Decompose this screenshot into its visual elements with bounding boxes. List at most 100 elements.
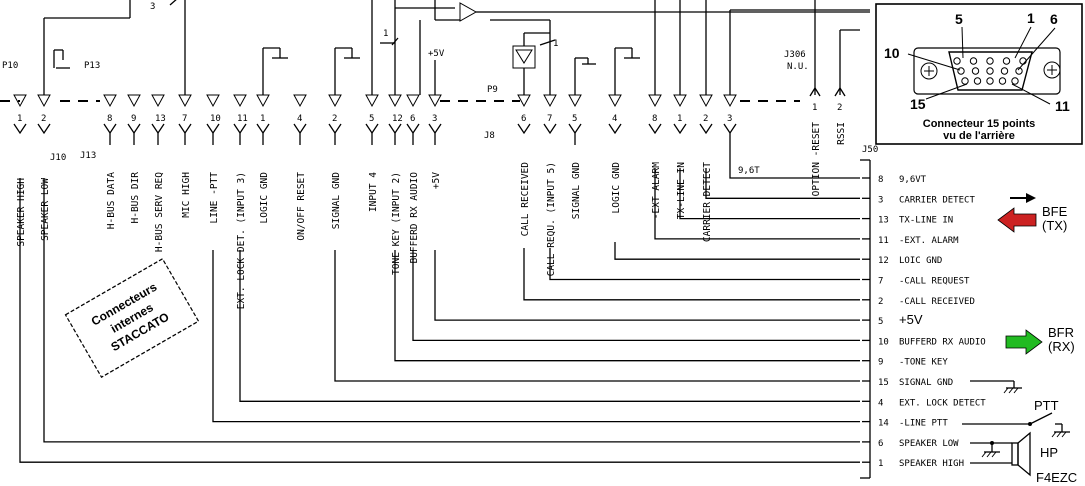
db15-pin: [957, 67, 965, 75]
wire-8: [523, 248, 860, 301]
pin-socket-p13-7: [293, 123, 307, 135]
plus5v-top-label: +5V: [428, 49, 445, 59]
label-j13-11: BUFFERD RX AUDIO: [409, 172, 420, 264]
label-j8-6: CARRIER DETECT: [702, 162, 713, 242]
j50-name-6: -CALL RECEIVED: [899, 297, 975, 307]
j306-label: J306: [784, 50, 806, 60]
db15-pin: [973, 77, 982, 85]
db15-pin: [986, 57, 994, 65]
pin-number-p9-2: 5: [572, 114, 577, 124]
j13-label: J13: [80, 151, 96, 161]
label-j306-0: OPTION -RESET: [811, 122, 822, 197]
pin-plug-p9-1: [543, 94, 557, 108]
j306-num-1: 2: [837, 103, 842, 113]
pin-number-p9-3: 4: [612, 114, 617, 124]
pin-number-p13-1: 9: [131, 114, 136, 124]
pin-number-p9-4: 8: [652, 114, 657, 124]
pin-number-p9-7: 3: [727, 114, 732, 124]
label-j13-3: MIC HIGH: [181, 172, 192, 218]
pin-number-p13-11: 6: [410, 114, 415, 124]
j50-name-10: SIGNAL GND: [899, 378, 953, 388]
wire-3: [239, 250, 860, 402]
rx-green-arrow: BFR (RX): [1005, 325, 1075, 355]
p10-label: P10: [2, 61, 18, 71]
tx-red-arrow: BFE (TX): [997, 204, 1068, 233]
j50-name-7: +5V: [899, 312, 923, 327]
pin-plug-p9-2: [568, 94, 582, 108]
pin-plug-p13-2: [151, 94, 165, 108]
wire-9: [549, 248, 860, 281]
db15-inset: 5 1 6 10 15 11 Connecteur 15 points vu d…: [875, 3, 1083, 145]
pin-plug-p9-3: [608, 94, 622, 108]
staccato-stamp: Connecteurs internes STACCATO: [64, 258, 200, 378]
pin-plug-p10-0: [13, 94, 27, 108]
line-count-a: 1: [383, 29, 388, 39]
bfr-label: BFR: [1048, 325, 1074, 340]
db15-label-6: 6: [1050, 11, 1058, 27]
label-j8-2: SIGNAL GND: [571, 162, 582, 219]
line-count-b: 1: [553, 39, 558, 49]
label-j13-12: +5V: [431, 172, 442, 189]
pin-plug-p13-3: [178, 94, 192, 108]
pin-plug-p13-10: [388, 94, 402, 108]
j50-pin-12: 14: [878, 419, 889, 429]
j50-pin-4: 12: [878, 256, 889, 266]
wire-10: [614, 242, 860, 260]
label-j13-4: LINE -PTT: [209, 172, 220, 224]
pin-socket-p9-3: [608, 123, 622, 135]
pin-socket-p9-2: [568, 123, 582, 135]
pin-socket-p10-1: [37, 123, 51, 135]
pin-plug-p9-4: [648, 94, 662, 108]
j50-name-8: BUFFERD RX AUDIO: [899, 337, 986, 347]
pin-plug-p13-6: [256, 94, 270, 108]
pin-socket-p13-3: [178, 123, 192, 135]
label-j13-1: H-BUS DIR: [130, 172, 141, 224]
pin-socket-p13-8: [328, 123, 342, 135]
j50-name-2: TX-LINE IN: [899, 216, 953, 226]
j50-label: J50: [862, 145, 878, 155]
pin-number-p13-7: 4: [297, 114, 302, 124]
rx-label: (RX): [1048, 339, 1075, 354]
wire-1: [43, 178, 860, 443]
j8-label: J8: [484, 131, 495, 141]
inset-title-2: vu de l'arrière: [943, 130, 1015, 142]
pin-socket-p13-12: [428, 123, 442, 135]
pin-number-p10-1: 2: [41, 114, 46, 124]
wire-13: [705, 168, 860, 199]
j50-name-14: SPEAKER HIGH: [899, 459, 964, 469]
db15-pin: [971, 67, 980, 75]
db15-pin: [1011, 77, 1019, 85]
j50-pin-6: 2: [878, 297, 883, 307]
j50-pin-3: 11: [878, 236, 889, 246]
pin-socket-p9-4: [648, 123, 662, 135]
db15-label-15: 15: [910, 96, 926, 112]
label-j13-6: LOGIC GND: [259, 172, 270, 224]
wire-5: [394, 250, 860, 362]
pin-number-p13-12: 3: [432, 114, 437, 124]
db15-pin: [1000, 67, 1009, 75]
pin-socket-p13-4: [206, 123, 220, 135]
pin-plug-p13-12: [428, 94, 442, 108]
j50-name-12: -LINE PTT: [899, 419, 948, 429]
j50-name-11: EXT. LOCK DETECT: [899, 398, 986, 408]
j50-pin-10: 15: [878, 378, 889, 388]
pin-number-p13-2: 13: [155, 114, 166, 124]
buffer-box: [512, 45, 536, 69]
j306-num-0: 1: [812, 103, 817, 113]
wire-14: [729, 133, 860, 179]
j50-pin-14: 1: [878, 459, 883, 469]
j50-name-5: -CALL REQUEST: [899, 277, 970, 287]
label-j13-10: TONE KEY (INPUT 2): [391, 172, 402, 275]
carrier-arrow: [1010, 193, 1036, 203]
pin-plug-p13-4: [206, 94, 220, 108]
wire-6: [412, 250, 860, 342]
pin-plug-p13-5: [233, 94, 247, 108]
vertical-wires: [19, 133, 860, 463]
author-label: F4EZC: [1036, 470, 1077, 485]
pin-socket-p9-6: [699, 123, 713, 135]
p9-label: P9: [487, 85, 498, 95]
db15-label-1: 1: [1027, 10, 1035, 26]
